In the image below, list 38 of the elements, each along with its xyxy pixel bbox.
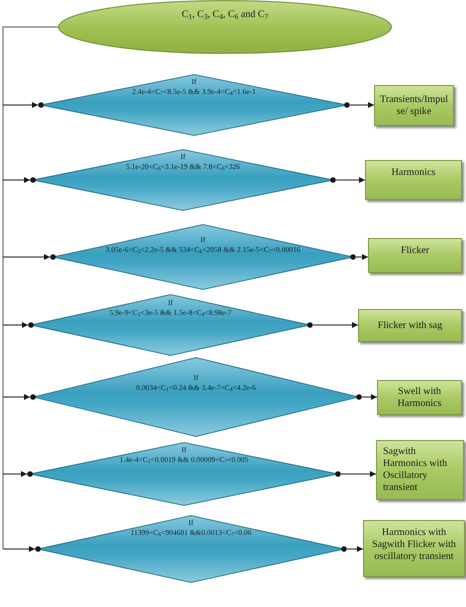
result-box — [368, 238, 462, 273]
decision-diamond — [28, 294, 313, 356]
result-label: Harmonics — [392, 167, 436, 179]
connector-arrow — [2, 254, 50, 260]
result-label: Swell with Harmonics — [396, 386, 442, 410]
decision-diamond — [38, 74, 350, 136]
result-box — [377, 380, 462, 415]
result-box — [363, 520, 465, 577]
result-box — [365, 160, 462, 200]
decision-diamond — [30, 357, 362, 437]
connector-arrow — [2, 177, 30, 183]
features-label: C$_{1}$, C$_{3}$, C$_{4}$, C$_{6}$ and C$_{7}$ — [182, 9, 268, 21]
connector-arrow — [346, 546, 364, 552]
result-box — [376, 440, 464, 500]
connector-arrow — [2, 102, 38, 108]
connector-arrow — [2, 471, 28, 477]
result-label: Sagwith Harmonics with Oscillatory transient — [383, 446, 448, 494]
start-ellipse — [58, 0, 392, 54]
connector-arrow — [362, 394, 378, 400]
connector-arrow — [2, 546, 36, 552]
connector-arrow — [336, 177, 366, 183]
result-label: Flicker — [400, 245, 430, 257]
result-label: Transients/Impul se/ spike — [379, 94, 449, 118]
connector-line — [2, 26, 58, 549]
result-box — [358, 309, 462, 342]
decision-diamond — [30, 149, 336, 211]
decision-diamond — [27, 442, 341, 506]
result-box — [374, 85, 454, 126]
result-label: Harmonics with Sagwith Flicker with oscillatory transient — [371, 527, 457, 563]
decision-diamond — [35, 515, 347, 583]
connector-arrow — [2, 322, 28, 328]
connector-arrow — [312, 322, 358, 328]
connector-arrow — [356, 254, 368, 260]
result-label: Flicker with sag — [378, 320, 442, 332]
connector-arrow — [340, 471, 376, 477]
connector-arrow — [350, 102, 374, 108]
connector-arrow — [2, 394, 30, 400]
decision-diamond — [50, 224, 356, 290]
